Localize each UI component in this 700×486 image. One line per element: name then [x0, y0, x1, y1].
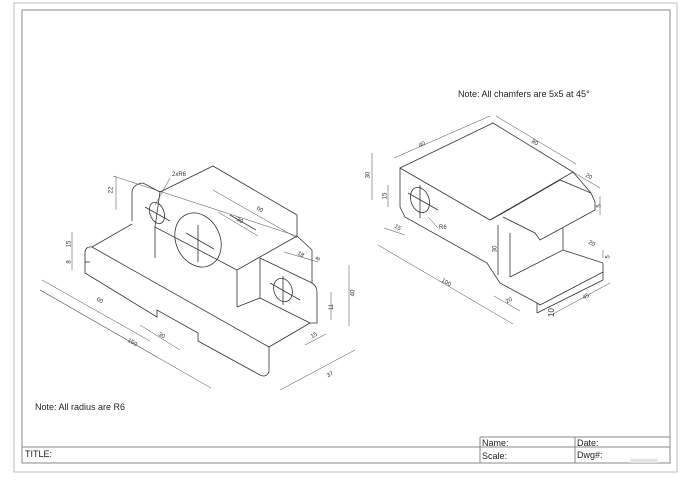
dimension-label: 40 — [350, 289, 357, 297]
dimension-label: 5 — [596, 204, 603, 208]
sheet-border — [13, 2, 678, 473]
title-field-label: TITLE: — [25, 449, 53, 459]
dimension-label: 8 — [66, 260, 73, 264]
right-isometric-part — [399, 122, 604, 314]
dimension-label: R6 — [439, 225, 447, 231]
radius-note: Note: All radius are R6 — [35, 402, 126, 412]
dimension-label: 30 — [492, 245, 499, 253]
watermark-logo: ▬▬ — [630, 450, 658, 466]
left-isometric-part — [84, 165, 318, 377]
dimension-label: 11 — [329, 303, 336, 311]
date-field-label: Date: — [577, 438, 599, 448]
name-field-label: Name: — [482, 438, 509, 448]
left-dimension-lines — [39, 175, 356, 391]
drawing-number-label: Dwg#: — [577, 450, 603, 460]
dimension-label: 10 — [546, 308, 556, 317]
dimension-label: 5 — [605, 255, 612, 259]
right-dimension-lines — [371, 115, 611, 325]
dimension-label: 30 — [365, 171, 372, 179]
dimension-label: 15 — [382, 192, 389, 200]
dimension-label: 2xR6 — [172, 172, 187, 178]
dimension-label: 22 — [108, 186, 115, 194]
chamfer-note: Note: All chamfers are 5x5 at 45° — [458, 89, 590, 99]
scale-field-label: Scale: — [482, 451, 508, 461]
dimension-label: 15 — [66, 240, 73, 248]
